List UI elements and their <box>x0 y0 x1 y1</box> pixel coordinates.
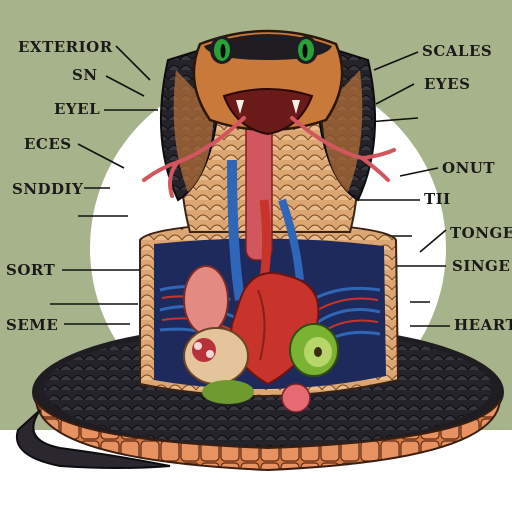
forked-tongue <box>142 116 396 198</box>
stomach <box>183 327 249 385</box>
label-eyes: EYES <box>424 75 471 93</box>
label-tii: TII <box>424 190 451 208</box>
liver <box>183 265 229 335</box>
label-eces: ECES <box>24 135 72 153</box>
label-heart: HEART <box>454 316 512 334</box>
label-sn: SN <box>72 66 98 84</box>
head <box>192 29 344 136</box>
label-tonge: TONGE <box>450 224 512 242</box>
organs <box>183 265 339 413</box>
label-snddiy: SNDDIY <box>12 180 84 198</box>
neck <box>180 119 359 301</box>
label-sort: SORT <box>6 261 56 279</box>
label-scales: SCALES <box>422 42 493 60</box>
label-seme: SEME <box>6 316 59 334</box>
label-singe: SINGE <box>452 257 511 275</box>
label-exterior: EXTERIOR <box>18 38 113 56</box>
label-eyel: EYEL <box>54 100 101 118</box>
label-onut: ONUT <box>442 159 496 177</box>
leader-lines-left <box>50 45 158 325</box>
egg-cluster <box>281 383 311 413</box>
